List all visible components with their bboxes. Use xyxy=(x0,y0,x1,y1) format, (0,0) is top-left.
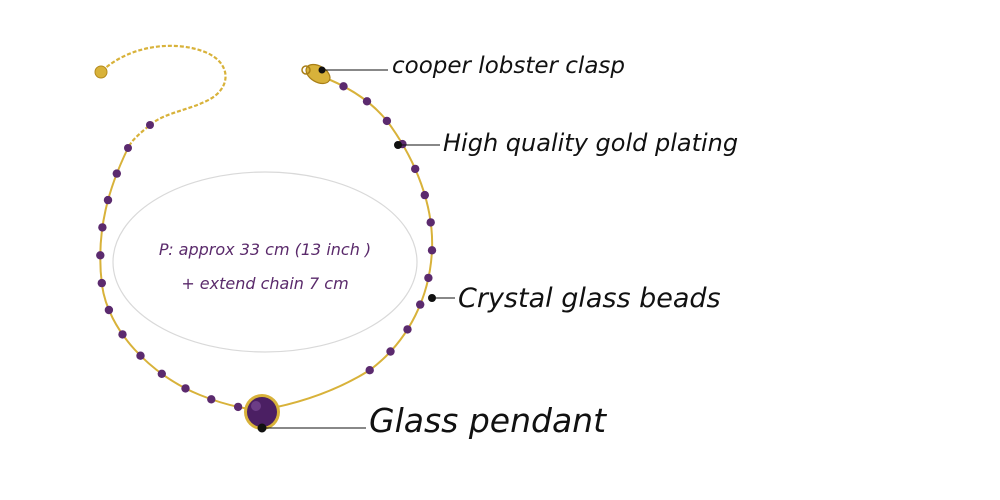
bead xyxy=(118,330,127,339)
bead xyxy=(136,351,145,360)
extender-end-ball xyxy=(94,65,108,79)
length-text: P: approx 33 cm (13 inch ) xyxy=(158,240,372,259)
bead xyxy=(103,195,113,205)
bead xyxy=(424,273,433,283)
pendant-label: Glass pendant xyxy=(369,401,607,440)
bead xyxy=(426,218,435,227)
bead xyxy=(411,164,420,174)
bead xyxy=(97,278,107,288)
bead xyxy=(112,169,122,178)
bead xyxy=(365,366,374,375)
lobster-clasp xyxy=(301,63,331,85)
bead xyxy=(146,121,154,129)
bead xyxy=(420,190,429,200)
measurement-ellipse xyxy=(112,171,418,353)
beads-label: Crystal glass beads xyxy=(458,283,721,314)
bead xyxy=(427,246,437,255)
bead xyxy=(233,402,243,412)
bead xyxy=(382,116,392,126)
bead xyxy=(403,325,412,334)
bead xyxy=(386,347,395,356)
bead xyxy=(416,300,425,309)
bead xyxy=(104,305,114,315)
plating-label: High quality gold plating xyxy=(443,129,739,157)
bead xyxy=(157,369,166,378)
bead xyxy=(339,82,348,91)
extender-chain xyxy=(101,44,227,149)
extension-text: + extend chain 7 cm xyxy=(181,274,349,293)
bead xyxy=(207,395,216,404)
bead xyxy=(181,384,190,393)
bead xyxy=(124,144,132,152)
glass-pendant xyxy=(244,394,280,430)
crystal-beads xyxy=(96,82,437,414)
clasp-label: cooper lobster clasp xyxy=(392,53,625,79)
bead xyxy=(362,97,372,106)
bead xyxy=(96,251,105,260)
callout-leaders xyxy=(257,66,455,433)
bead xyxy=(98,223,107,232)
